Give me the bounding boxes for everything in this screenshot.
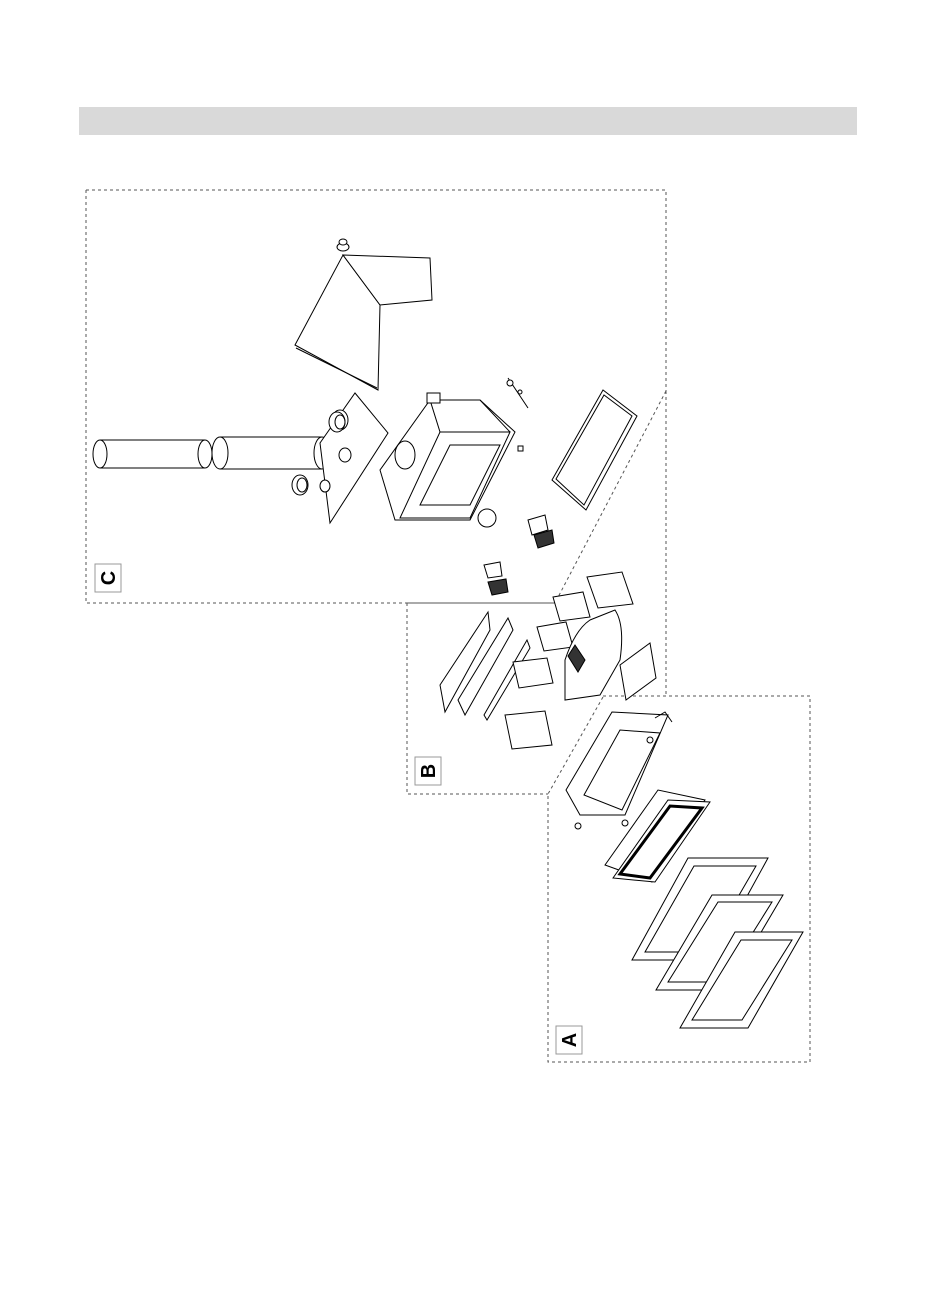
section-label-b-text: B bbox=[418, 764, 440, 778]
front-frame-panel bbox=[552, 390, 637, 510]
section-label-a: A bbox=[556, 1026, 582, 1054]
section-label-a-text: A bbox=[559, 1033, 581, 1047]
control-rod bbox=[507, 378, 528, 408]
firebox-body bbox=[380, 393, 515, 520]
rear-collar-bottom bbox=[292, 475, 308, 495]
brick-mid-left bbox=[537, 622, 573, 651]
fan-unit-upper bbox=[528, 515, 554, 548]
rear-plate bbox=[320, 393, 388, 523]
back-liner-panel bbox=[565, 610, 622, 700]
section-label-c: C bbox=[95, 564, 121, 592]
brick-upper-mid bbox=[553, 592, 590, 621]
brick-right bbox=[620, 643, 656, 700]
section-c-boundary bbox=[86, 190, 666, 603]
brick-bottom bbox=[505, 711, 552, 749]
ash-pan-fitting bbox=[478, 509, 496, 527]
side-panel-left bbox=[440, 612, 513, 715]
top-casing bbox=[295, 255, 432, 390]
brick-lower-left bbox=[513, 658, 553, 688]
flue-pipe-left bbox=[93, 440, 212, 468]
section-label-b: B bbox=[415, 757, 441, 785]
flue-pipe-right bbox=[212, 437, 330, 469]
top-collar bbox=[337, 239, 349, 251]
brick-top-right bbox=[587, 572, 633, 608]
fastener-small bbox=[518, 446, 523, 451]
section-label-c-text: C bbox=[98, 571, 120, 585]
fan-unit-lower bbox=[484, 562, 508, 595]
hinge-pins bbox=[575, 820, 628, 829]
rear-collar-top bbox=[329, 412, 345, 432]
